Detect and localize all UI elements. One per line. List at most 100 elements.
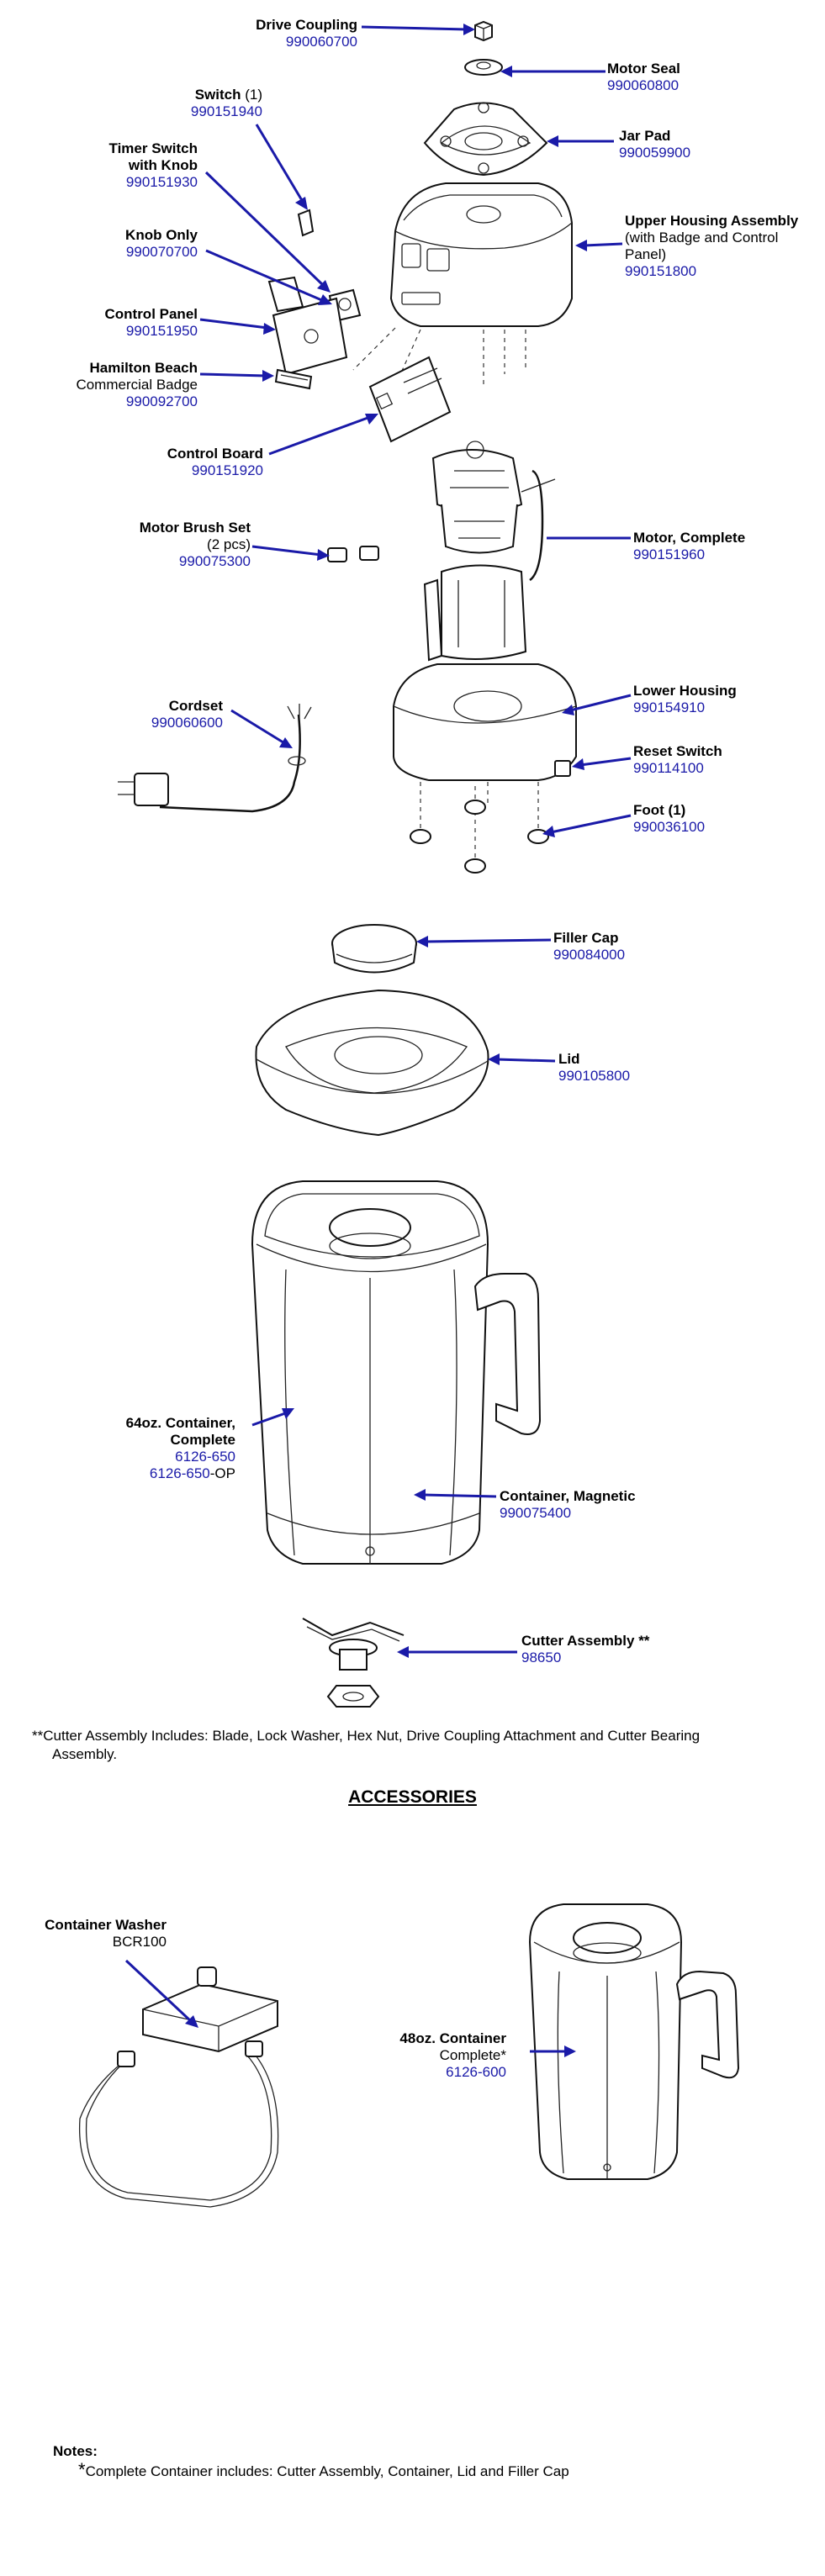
container-washer-part: BCR100 (112, 1934, 167, 1950)
switch-drawing (297, 209, 315, 237)
reset-switch-title: Reset Switch (633, 743, 722, 759)
badge-part: 990092700 (125, 393, 198, 409)
lower-housing-drawing (393, 663, 577, 862)
control-panel-drawing (267, 276, 348, 376)
label-control-board: Control Board 990151920 (126, 446, 263, 479)
label-foot: Foot (1) 990036100 (633, 802, 705, 836)
motor-brush-part: 990075300 (178, 553, 251, 569)
motor-brush-title: Motor Brush Set (139, 520, 251, 536)
container-64-title-1: 64oz. Container, (125, 1415, 235, 1431)
container-64-part-1: 6126-650 (175, 1449, 235, 1465)
motor-drawing (423, 441, 556, 662)
motor-seal-part: 990060800 (607, 77, 680, 93)
badge-sub: Commercial Badge (76, 377, 198, 393)
container-48-drawing (528, 1903, 740, 2180)
cutter-drawing (302, 1618, 405, 1708)
label-container-magnetic: Container, Magnetic 990075400 (500, 1488, 636, 1522)
cutter-note: **Cutter Assembly Includes: Blade, Lock … (32, 1727, 789, 1764)
container-magnetic-part: 990075400 (500, 1505, 572, 1521)
label-lower-housing: Lower Housing 990154910 (633, 683, 737, 716)
lid-drawing (255, 989, 489, 1137)
label-jar-pad: Jar Pad 990059900 (619, 128, 690, 161)
container-64-part-2-suffix: -OP (209, 1465, 235, 1481)
filler-cap-title: Filler Cap (553, 930, 619, 946)
cutter-assembly-title: Cutter Assembly ** (521, 1633, 650, 1649)
control-board-drawing (368, 356, 452, 443)
badge-drawing (274, 368, 313, 390)
container-washer-drawing (78, 1966, 279, 2208)
control-panel-part: 990151950 (125, 323, 198, 339)
cordset-part: 990060600 (151, 715, 223, 731)
control-board-part: 990151920 (191, 462, 263, 478)
label-filler-cap: Filler Cap 990084000 (553, 930, 625, 963)
container-64-drawing (251, 1180, 542, 1565)
drive-coupling-title: Drive Coupling (256, 17, 357, 33)
label-motor-complete: Motor, Complete 990151960 (633, 530, 745, 563)
cutter-assembly-part: 98650 (521, 1650, 562, 1665)
motor-brush-drawing (327, 546, 379, 562)
switch-part: 990151940 (190, 103, 262, 119)
cordset-drawing (118, 704, 312, 813)
lid-part: 990105800 (558, 1068, 631, 1084)
motor-complete-part: 990151960 (633, 546, 706, 562)
control-panel-title: Control Panel (104, 306, 198, 322)
label-badge: Hamilton Beach Commercial Badge 99009270… (42, 360, 198, 410)
upper-housing-title: Upper Housing Assembly (625, 213, 799, 229)
badge-title: Hamilton Beach (89, 360, 198, 376)
container-washer-title: Container Washer (45, 1917, 167, 1933)
drive-coupling-drawing (474, 20, 493, 42)
cordset-title: Cordset (168, 698, 223, 714)
control-board-title: Control Board (167, 446, 263, 462)
label-container-48: 48oz. Container Complete* 6126-600 (370, 2030, 506, 2081)
motor-complete-title: Motor, Complete (633, 530, 746, 546)
knob-only-part: 990070700 (125, 244, 198, 260)
timer-switch-title-2: with Knob (128, 157, 198, 173)
container-48-part: 6126-600 (446, 2064, 506, 2080)
notes-section: Notes: *Complete Container includes: Cut… (53, 2442, 793, 2481)
accessories-heading: ACCESSORIES (348, 1787, 477, 1807)
label-control-panel: Control Panel 990151950 (67, 306, 198, 340)
container-48-sub: Complete* (439, 2047, 506, 2063)
motor-seal-title: Motor Seal (607, 61, 680, 77)
timer-switch-title-1: Timer Switch (108, 140, 198, 156)
jar-pad-part: 990059900 (619, 145, 691, 161)
label-container-washer: Container Washer BCR100 (25, 1917, 167, 1950)
foot-part: 990036100 (633, 819, 706, 835)
label-cutter-assembly: Cutter Assembly ** 98650 (521, 1633, 649, 1666)
notes-heading: Notes: (53, 2443, 98, 2459)
lower-housing-title: Lower Housing (633, 683, 737, 699)
cutter-note-line-2: Assembly. (52, 1746, 118, 1762)
filler-cap-part: 990084000 (553, 947, 626, 963)
label-cordset: Cordset 990060600 (109, 698, 223, 731)
switch-qty: (1) (245, 87, 262, 103)
switch-title: Switch (194, 87, 241, 103)
drive-coupling-part: 990060700 (285, 34, 357, 50)
motor-seal-drawing (464, 59, 503, 76)
reset-switch-part: 990114100 (633, 760, 704, 776)
label-motor-brush: Motor Brush Set (2 pcs) 990075300 (101, 520, 251, 570)
foot-title: Foot (1) (633, 802, 686, 818)
upper-housing-sub-1: (with Badge and Control (625, 230, 779, 245)
jar-pad-drawing (423, 102, 548, 177)
knob-only-title: Knob Only (125, 227, 198, 243)
container-64-part-2: 6126-650 (149, 1465, 210, 1481)
label-drive-coupling: Drive Coupling 990060700 (210, 17, 357, 50)
callout-arrows (124, 24, 632, 2057)
upper-housing-sub-2: Panel) (625, 246, 667, 262)
label-switch: Switch (1) 990151940 (135, 87, 262, 120)
filler-cap-drawing (331, 924, 417, 974)
feet-drawing (410, 800, 549, 874)
label-knob-only: Knob Only 990070700 (84, 227, 198, 261)
cutter-note-line-1: Cutter Assembly Includes: Blade, Lock Wa… (43, 1728, 701, 1744)
label-upper-housing: Upper Housing Assembly (with Badge and C… (625, 213, 798, 280)
upper-housing-drawing (352, 182, 573, 396)
timer-switch-part: 990151930 (125, 174, 198, 190)
notes-text: Complete Container includes: Cutter Asse… (85, 2463, 569, 2479)
lid-title: Lid (558, 1051, 580, 1067)
jar-pad-title: Jar Pad (619, 128, 671, 144)
container-48-title: 48oz. Container (399, 2030, 506, 2046)
label-motor-seal: Motor Seal 990060800 (607, 61, 680, 94)
label-reset-switch: Reset Switch 990114100 (633, 743, 722, 777)
container-magnetic-title: Container, Magnetic (500, 1488, 636, 1504)
